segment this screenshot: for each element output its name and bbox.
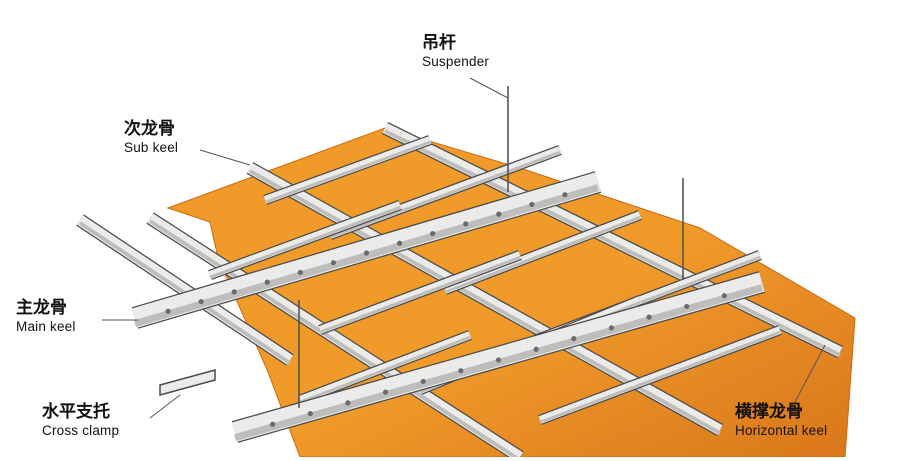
sub-keel-leader <box>199 149 251 166</box>
main-keel-en: Main keel <box>16 319 76 334</box>
main-keel-2-hole-11 <box>646 314 652 320</box>
main-keel-1-hole-4 <box>264 279 270 285</box>
main-keel-2-hole-12 <box>684 303 690 310</box>
main-keel-1-hole-13 <box>562 192 568 198</box>
horizontal-keel-2-shade <box>329 150 561 239</box>
cross-clamp-bracket <box>159 369 216 396</box>
main-keel-2-hole-7 <box>495 357 502 363</box>
horizontal-keel-5-shade <box>209 205 401 279</box>
main-keel-2-hole-13 <box>721 293 727 299</box>
horizontal-keel-8-shade <box>539 330 781 424</box>
horizontal-keel-leader <box>794 344 826 403</box>
cross-clamp-zh: 水平支托 <box>42 402 110 422</box>
horizontal-keel-8 <box>538 326 782 424</box>
main-keel-2-shade <box>234 284 763 441</box>
main-keel-1-hole-6 <box>330 260 337 266</box>
main-keel-2-hole-6 <box>458 368 464 374</box>
main-keel-1-hole-12 <box>529 201 535 208</box>
cross-clamp-leader <box>149 394 181 419</box>
horizontal-keel-6 <box>318 251 522 334</box>
main-keel-2-hole-9 <box>571 335 577 342</box>
sub-keel-1 <box>382 123 843 357</box>
horizontal-keel-1-shade <box>264 140 431 204</box>
main-keel-2-hole-8 <box>533 346 539 352</box>
label-suspender: 吊杆 Suspender <box>422 35 489 69</box>
main-keel-1-hole-2 <box>198 298 204 305</box>
sub-keel-3 <box>147 213 523 461</box>
horizontal-keel-en: Horizontal keel <box>735 423 828 438</box>
horizontal-keel-zh: 横撑龙骨 <box>735 402 803 422</box>
main-keel-2-hole-1 <box>270 421 276 427</box>
sub-keel-zh: 次龙骨 <box>124 119 175 139</box>
sub-keel-2-shade <box>249 169 721 435</box>
main-keel-1-hole-5 <box>297 269 303 276</box>
horizontal-keel-1 <box>263 136 432 204</box>
cross-clamp-en: Cross clamp <box>42 423 120 438</box>
horizontal-keel-3-shade <box>444 215 641 294</box>
main-keel-1-hole-7 <box>363 250 370 256</box>
main-keel-1-shade <box>134 184 599 327</box>
label-main-keel: 主龙骨 Main keel <box>16 300 76 334</box>
horizontal-keel-9 <box>298 331 472 404</box>
horizontal-keel-9-shade <box>299 335 471 404</box>
main-keel-2 <box>232 272 765 442</box>
suspender-zh: 吊杆 <box>422 33 456 53</box>
suspender-leader <box>469 77 509 99</box>
sub-keel-3-shade <box>148 219 522 461</box>
main-keel-1-hole-3 <box>231 289 237 295</box>
horizontal-keel-6-shade <box>319 255 521 334</box>
sub-keel-4 <box>76 215 294 365</box>
main-keel-2-hole-3 <box>345 400 351 406</box>
main-keel-1-hole-9 <box>430 230 436 237</box>
main-keel-1-hole-11 <box>496 211 502 217</box>
main-keel-2-hole-4 <box>382 389 389 395</box>
main-keel-2-hole-10 <box>608 325 615 331</box>
label-horizontal-keel: 横撑龙骨 Horizontal keel <box>735 404 827 438</box>
label-cross-clamp: 水平支托 Cross clamp <box>42 404 119 438</box>
main-keel-2-hole-2 <box>307 410 313 417</box>
main-keel-1-hole-10 <box>463 221 469 227</box>
horizontal-keel-3 <box>443 211 642 294</box>
suspender-en: Suspender <box>422 54 490 69</box>
main-keel-zh: 主龙骨 <box>16 298 67 318</box>
main-keel-1-hole-1 <box>165 308 171 314</box>
main-keel-2-hole-5 <box>420 378 426 385</box>
sub-keel-en: Sub keel <box>124 140 179 155</box>
horizontal-keel-5 <box>208 201 402 279</box>
main-keel-1 <box>132 172 601 328</box>
sub-keel-1-shade <box>384 129 841 357</box>
main-keel-1-hole-8 <box>396 240 403 246</box>
label-sub-keel: 次龙骨 Sub keel <box>124 121 178 155</box>
